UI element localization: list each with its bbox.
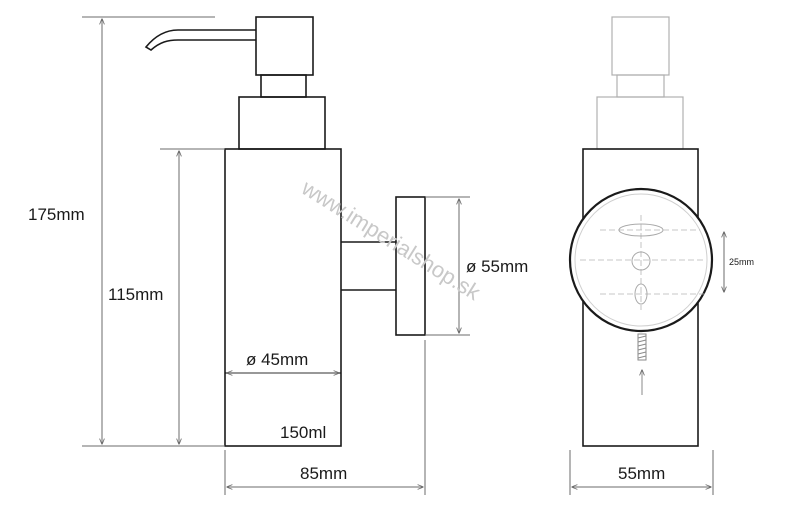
dimension-lines — [82, 16, 724, 495]
screw-icon — [637, 333, 647, 361]
wall-arm — [341, 241, 396, 291]
label-depth: 85mm — [300, 464, 347, 483]
pump-neck — [260, 74, 307, 98]
label-body-diameter: ø 45mm — [246, 350, 308, 369]
label-body-height: 115mm — [108, 285, 163, 304]
front-plate-inner — [574, 193, 708, 327]
collar — [238, 96, 326, 150]
front-pump-head — [611, 16, 670, 76]
screw-hole-lower — [634, 283, 648, 305]
front-pump-neck — [616, 74, 665, 98]
watermark-text: www.imperialshop.sk — [297, 175, 486, 306]
label-plate-width: 55mm — [618, 464, 665, 483]
wall-plate — [395, 196, 426, 336]
screw-indicator — [637, 333, 647, 395]
spout — [144, 29, 256, 51]
label-hole-spacing: 25mm — [729, 257, 754, 267]
front-plate-group — [568, 187, 714, 333]
label-capacity: 150ml — [280, 423, 326, 442]
keyhole-slot — [618, 223, 664, 237]
label-plate-diameter: ø 55mm — [466, 257, 528, 276]
pump-head — [255, 16, 314, 76]
front-collar — [596, 96, 684, 150]
bottle-body — [224, 148, 342, 447]
screw-hole-upper — [631, 251, 651, 271]
label-total-height: 175mm — [28, 205, 85, 224]
side-view — [144, 16, 426, 447]
